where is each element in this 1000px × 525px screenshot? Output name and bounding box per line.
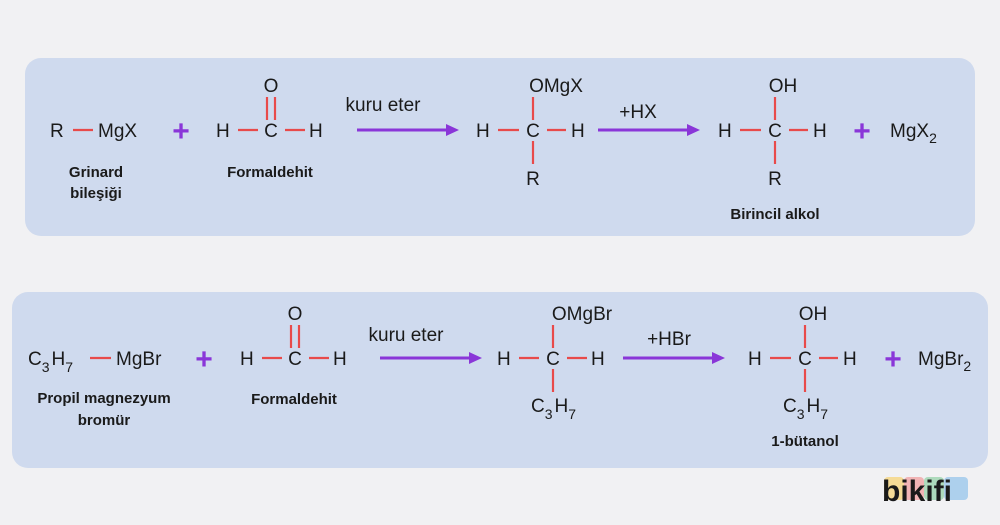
aldehyde-label: Formaldehit [227, 164, 313, 181]
reaction-panel-2 [12, 292, 988, 468]
arrow-label-solvent: kuru eter [346, 95, 422, 116]
oh-group: OH [799, 304, 828, 325]
logo-color-block [884, 477, 904, 500]
arrow-label-acid: +HX [619, 102, 657, 123]
grignard-label-line1: Grinard [69, 164, 123, 181]
hydrogen-atom: H [591, 349, 605, 370]
bikifi-logo: bikifi [882, 475, 968, 508]
oh-group: OH [769, 76, 798, 97]
arrow-label-acid: +HBr [647, 329, 691, 350]
arrowhead [687, 124, 700, 136]
grignard-label-line2: bromür [78, 412, 131, 429]
product-label: 1-bütanol [771, 433, 839, 450]
carbon-atom: C [798, 349, 812, 370]
arrowhead [446, 124, 459, 136]
logo-text: bikifi [882, 475, 952, 508]
formaldehyde-1: O H C H [216, 76, 323, 142]
product-label: Birincil alkol [730, 206, 819, 223]
mgbr-group: MgBr [116, 349, 162, 370]
hydrogen-atom: H [571, 121, 585, 142]
hydrogen-atom: H [309, 121, 323, 142]
mgx-group: MgX [98, 121, 137, 142]
aldehyde-label: Formaldehit [251, 391, 337, 408]
hydrogen-atom: H [748, 349, 762, 370]
hydrogen-atom: H [476, 121, 490, 142]
grignard-label-line2: bileşiği [70, 185, 122, 202]
reaction-1: R MgX Grinard bileşiği + O H C H Formald… [50, 76, 937, 223]
arrow-label-solvent: kuru eter [369, 325, 445, 346]
hydrogen-atom: H [813, 121, 827, 142]
logo-color-block [944, 477, 968, 500]
carbon-atom: C [768, 121, 782, 142]
plus-sign: + [884, 343, 902, 376]
hydrogen-atom: H [333, 349, 347, 370]
oxygen-atom: O [264, 76, 279, 97]
formaldehyde-2: O H C H [240, 304, 347, 370]
oxygen-atom: O [288, 304, 303, 325]
grignard-reagent-1: R MgX [50, 121, 137, 142]
byproduct: MgX2 [890, 121, 937, 146]
byproduct: MgBr2 [918, 349, 971, 374]
omgbr-group: OMgBr [552, 304, 613, 325]
carbon-atom: C [546, 349, 560, 370]
carbon-atom: C [526, 121, 540, 142]
plus-sign: + [195, 343, 213, 376]
hydrogen-atom: H [240, 349, 254, 370]
hydrogen-atom: H [216, 121, 230, 142]
plus-sign: + [172, 115, 190, 148]
product-1: OH H C H R [718, 76, 827, 190]
hydrogen-atom: H [843, 349, 857, 370]
grignard-label-line1: Propil magnezyum [37, 390, 170, 407]
arrowhead [469, 352, 482, 364]
logo-color-block [904, 477, 924, 500]
r-group: R [768, 169, 782, 190]
hydrogen-atom: H [497, 349, 511, 370]
reaction-panel-1 [25, 58, 975, 236]
carbon-atom: C [264, 121, 278, 142]
logo-color-block [924, 477, 944, 500]
plus-sign: + [853, 115, 871, 148]
r-group: R [526, 169, 540, 190]
omgx-group: OMgX [529, 76, 583, 97]
arrowhead [712, 352, 725, 364]
hydrogen-atom: H [718, 121, 732, 142]
carbon-atom: C [288, 349, 302, 370]
intermediate-1: OMgX H C H R [476, 76, 585, 190]
r-group: R [50, 121, 64, 142]
